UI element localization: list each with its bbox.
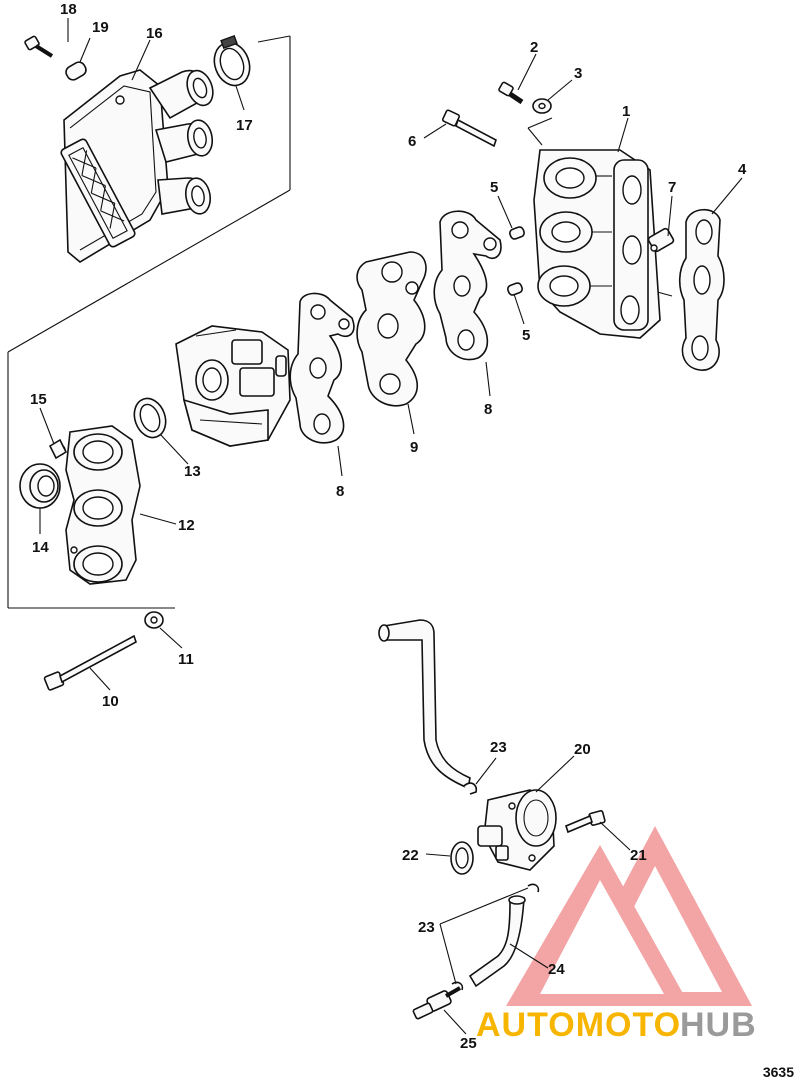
callout-24: 24 bbox=[548, 961, 565, 978]
gasket-4 bbox=[678, 208, 725, 371]
callout-16: 16 bbox=[146, 25, 163, 42]
callout-18: 18 bbox=[60, 1, 77, 18]
fitting-25 bbox=[412, 986, 461, 1020]
carburetor bbox=[175, 325, 291, 447]
leader-lines bbox=[39, 18, 743, 1035]
dowel-pin-5-upper bbox=[509, 226, 525, 240]
bolt-10 bbox=[43, 634, 137, 691]
callout-5-upper: 5 bbox=[490, 179, 498, 196]
hose-clip-23-upper bbox=[463, 782, 478, 795]
watermark-word-part2: HUB bbox=[680, 1006, 757, 1044]
gasket-8-left bbox=[289, 292, 355, 444]
callout-3: 3 bbox=[574, 65, 582, 82]
callout-20: 20 bbox=[574, 741, 591, 758]
callout-9: 9 bbox=[410, 439, 418, 456]
callout-21: 21 bbox=[630, 847, 647, 864]
callout-7: 7 bbox=[668, 179, 676, 196]
air-silencer-cover bbox=[60, 69, 214, 263]
callout-5-lower: 5 bbox=[522, 327, 530, 344]
hose-clamp-17 bbox=[213, 34, 251, 87]
o-ring-13 bbox=[133, 397, 167, 439]
screw-18 bbox=[24, 35, 54, 58]
washer-3 bbox=[532, 98, 552, 114]
callout-14: 14 bbox=[32, 539, 49, 556]
callout-labels: 18 19 16 17 2 3 1 6 7 4 5 5 8 9 8 13 12 … bbox=[30, 1, 747, 1052]
callout-23-upper: 23 bbox=[490, 739, 507, 756]
callout-13: 13 bbox=[184, 463, 201, 480]
callout-8-left: 8 bbox=[336, 483, 344, 500]
callout-17: 17 bbox=[236, 117, 253, 134]
callout-8-right: 8 bbox=[484, 401, 492, 418]
washer-11 bbox=[144, 611, 164, 629]
callout-15: 15 bbox=[30, 391, 47, 408]
carburetor-adapter-12 bbox=[54, 425, 141, 585]
seal-14 bbox=[19, 463, 61, 509]
fuel-hose-24 bbox=[468, 895, 526, 988]
callout-2: 2 bbox=[530, 39, 538, 56]
gasket-8-right bbox=[433, 210, 502, 361]
watermark-logo bbox=[506, 826, 752, 1006]
callout-6: 6 bbox=[408, 133, 416, 150]
grommet-19 bbox=[65, 61, 87, 81]
reed-stop-7 bbox=[647, 227, 675, 253]
screw-21 bbox=[565, 810, 606, 834]
callout-1: 1 bbox=[622, 103, 630, 120]
callout-4: 4 bbox=[738, 161, 747, 178]
gasket-9 bbox=[356, 251, 427, 407]
callout-19: 19 bbox=[92, 19, 109, 36]
fuel-hose-upper bbox=[378, 619, 471, 790]
callout-10: 10 bbox=[102, 693, 119, 710]
o-ring-22 bbox=[450, 841, 474, 875]
watermark-text: AUTOMOTO HUB bbox=[476, 1006, 757, 1044]
callout-22: 22 bbox=[402, 847, 419, 864]
dowel-pin-5-lower bbox=[507, 282, 523, 296]
fuel-pump-20 bbox=[477, 789, 557, 871]
watermark-word-part1: AUTOMOTO bbox=[476, 1006, 681, 1044]
screw-2 bbox=[498, 81, 524, 105]
bolt-6 bbox=[441, 109, 497, 148]
callout-23-lower: 23 bbox=[418, 919, 435, 936]
retainer-15 bbox=[48, 438, 68, 460]
callout-25: 25 bbox=[460, 1035, 477, 1052]
intake-manifold-1 bbox=[533, 149, 661, 339]
figure-number: 3635 bbox=[762, 1064, 794, 1080]
callout-12: 12 bbox=[178, 517, 195, 534]
callout-11: 11 bbox=[178, 651, 194, 668]
